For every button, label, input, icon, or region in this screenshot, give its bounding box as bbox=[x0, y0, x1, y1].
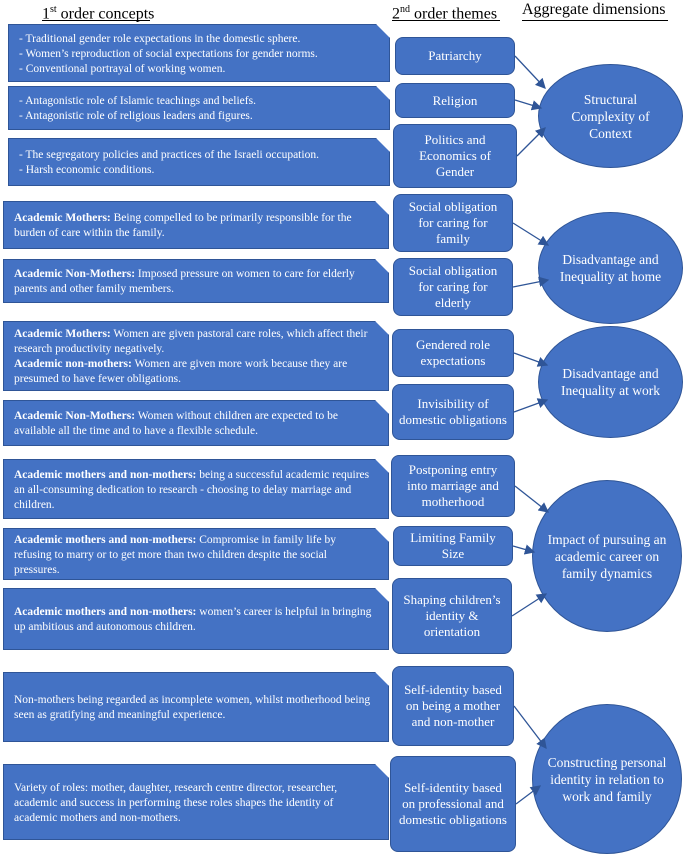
concept-box: - Antagonistic role of Islamic teachings… bbox=[8, 86, 390, 130]
concept-box: Academic Mothers: Women are given pastor… bbox=[3, 321, 389, 391]
theme-box: Religion bbox=[395, 83, 515, 118]
arrow bbox=[514, 485, 550, 513]
concept-box: Academic mothers and non-mothers: Compro… bbox=[3, 528, 389, 580]
dimension-ellipse: Impact of pursuing an academic career on… bbox=[532, 480, 682, 632]
concept-box: Academic Non-Mothers: Imposed pressure o… bbox=[3, 259, 389, 303]
theme-box: Gendered role expectations bbox=[392, 329, 514, 377]
dimension-ellipse: Structural Complexity of Context bbox=[538, 64, 683, 168]
arrow bbox=[511, 593, 548, 617]
theme-box: Social obligation for caring for family bbox=[393, 194, 513, 252]
concept-box: Academic Non-Mothers: Women without chil… bbox=[3, 400, 389, 446]
arrow bbox=[512, 544, 536, 555]
concept-box: Non-mothers being regarded as incomplete… bbox=[3, 672, 389, 742]
dimension-ellipse: Constructing personal identity in relati… bbox=[532, 704, 682, 854]
theme-box: Patriarchy bbox=[395, 37, 515, 75]
dimension-ellipse: Disadvantage and Inequality at home bbox=[538, 212, 683, 324]
header-underline bbox=[42, 20, 150, 21]
theme-box: Shaping children’s identity & orientatio… bbox=[392, 578, 512, 654]
theme-box: Invisibility of domestic obligations bbox=[392, 384, 514, 440]
concept-box: - The segregatory policies and practices… bbox=[8, 138, 390, 186]
arrow bbox=[514, 55, 546, 89]
concept-box: Academic Mothers: Being compelled to be … bbox=[3, 201, 389, 249]
dimension-ellipse: Disadvantage and Inequality at work bbox=[538, 326, 683, 438]
theme-box: Postponing entry into marriage and mothe… bbox=[391, 455, 515, 517]
header-underline bbox=[392, 20, 500, 21]
header-underline bbox=[522, 20, 668, 21]
theme-box: Politics and Economics of Gender bbox=[393, 124, 517, 188]
arrow bbox=[512, 222, 550, 246]
theme-box: Self-identity based on professional and … bbox=[390, 756, 516, 852]
concept-box: Variety of roles: mother, daughter, rese… bbox=[3, 764, 389, 840]
theme-box: Social obligation for caring for elderly bbox=[393, 258, 513, 316]
arrow bbox=[514, 99, 543, 111]
header-aggregate: Aggregate dimensions bbox=[522, 1, 666, 18]
concept-box: - Traditional gender role expectations i… bbox=[8, 24, 390, 82]
header-first-order: 1st order concepts bbox=[42, 4, 155, 23]
header-second-order: 2nd order themes bbox=[392, 4, 498, 23]
theme-box: Limiting Family Size bbox=[393, 526, 513, 566]
concept-box: Academic mothers and non-mothers: being … bbox=[3, 459, 389, 519]
theme-box: Self-identity based on being a mother an… bbox=[392, 666, 514, 746]
concept-box: Academic mothers and non-mothers: women’… bbox=[3, 588, 389, 650]
